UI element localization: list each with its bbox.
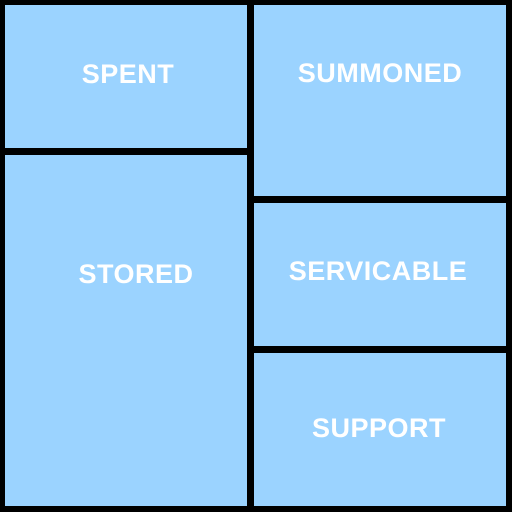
zone-servicable[interactable]: SERVICABLE — [254, 203, 506, 346]
zone-stored[interactable]: STORED — [5, 155, 247, 506]
zone-summoned[interactable]: SUMMONED — [254, 5, 506, 196]
zone-support-label: SUPPORT — [311, 413, 447, 443]
zone-spent-label: SPENT — [81, 59, 175, 89]
zone-spent[interactable]: SPENT — [5, 5, 247, 148]
zone-servicable-label: SERVICABLE — [288, 256, 468, 286]
zone-stored-label: STORED — [78, 259, 194, 289]
zone-support[interactable]: SUPPORT — [254, 353, 506, 506]
zone-summoned-label: SUMMONED — [297, 58, 463, 88]
